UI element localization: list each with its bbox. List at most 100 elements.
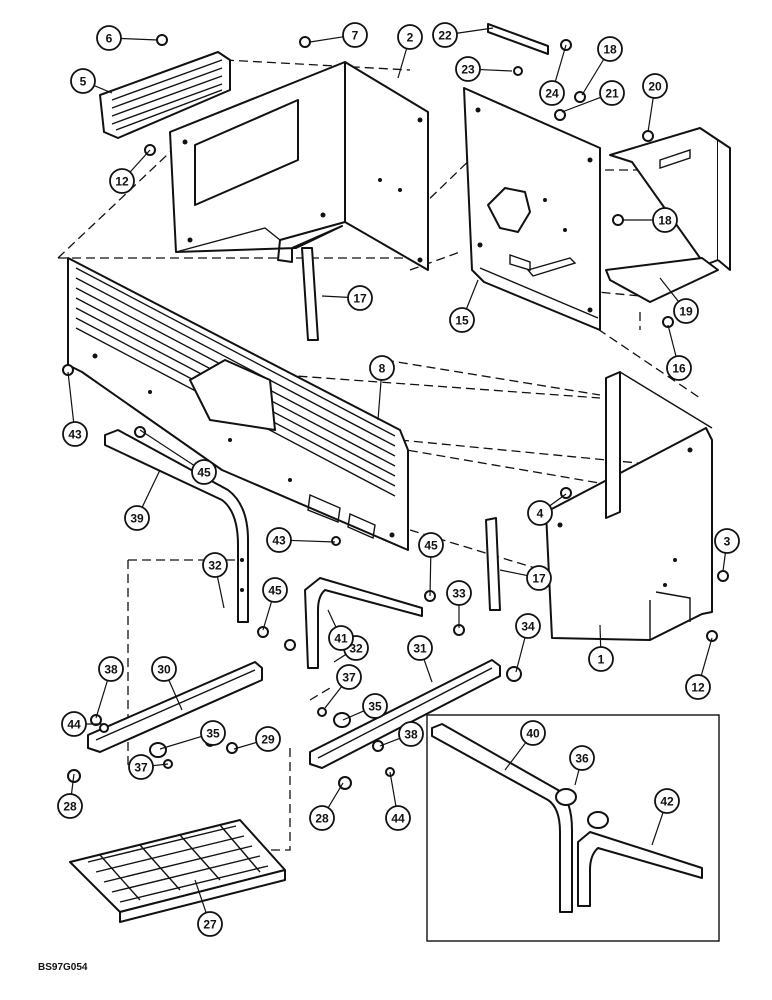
callout-number: 16 [672,362,686,376]
callout-leader-43 [67,371,75,423]
callout-leader-37 [152,763,169,767]
callout-circle [588,646,614,672]
callout-number: 29 [261,733,275,747]
callout-circle [347,285,373,311]
callout-number: 39 [130,512,144,526]
callout-number: 1 [598,653,605,667]
callout-number: 43 [272,534,286,548]
callout-30: 30 [151,656,177,682]
callout-leader-18 [581,58,605,96]
callout-leader-8 [377,379,382,421]
callout-number: 18 [658,214,672,228]
callout-leader-28 [70,773,75,795]
callout-circle [336,664,362,690]
callout-leader-35 [342,710,365,721]
callout-28: 28 [309,805,335,831]
callout-leader-20 [647,97,654,133]
callout-37: 37 [128,754,154,780]
callout-leader-23 [479,68,513,72]
callout-leader-40 [504,742,527,771]
callout-leader-2 [397,48,408,79]
callout-leader-21 [561,96,601,113]
callout-36: 36 [569,745,595,771]
callout-circle [398,721,424,747]
callout-number: 33 [452,587,466,601]
callout-leader-7 [309,36,344,43]
callout-number: 28 [63,800,77,814]
callout-19: 19 [673,298,699,324]
callout-number: 30 [157,663,171,677]
callout-15: 15 [449,307,475,333]
callout-circle [397,24,423,50]
callout-circle [520,720,546,746]
callout-number: 35 [206,727,220,741]
callout-leader-3 [722,552,727,572]
callout-number: 19 [679,305,693,319]
callout-circle [449,307,475,333]
callout-number: 32 [208,559,222,573]
callout-leader-30 [168,679,183,711]
callout-number: 17 [353,292,367,306]
callout-circle [642,73,668,99]
callout-circle [191,459,217,485]
callout-leader-17 [499,569,528,577]
callout-circle [666,355,692,381]
callout-22: 22 [432,22,458,48]
callout-number: 15 [455,314,469,328]
callout-number: 28 [315,812,329,826]
callout-27: 27 [197,911,223,937]
part-grille-insert [99,51,231,139]
callout-44: 44 [385,805,411,831]
callout-18: 18 [652,207,678,233]
callout-29: 29 [255,726,281,752]
callout-33: 33 [446,580,472,606]
callout-number: 20 [648,80,662,94]
callout-number: 3 [724,535,731,549]
callout-circle [407,635,433,661]
callout-45: 45 [191,459,217,485]
callout-circle [151,656,177,682]
callout-circle [597,36,623,62]
callout-number: 44 [67,718,81,732]
part-upper-rear-panel [169,61,429,271]
part-side-plate [463,87,601,331]
callout-circle [128,754,154,780]
callout-number: 17 [532,572,546,586]
callout-leader-44 [389,771,397,807]
callout-leader-45 [262,601,273,631]
callout-16: 16 [666,355,692,381]
callout-leader-24 [554,44,567,82]
callout-circle [446,580,472,606]
part-brace-frame [304,577,423,669]
callout-number: 12 [115,175,129,189]
callout-leader-43 [290,539,336,543]
callout-number: 34 [521,620,535,634]
callout-number: 24 [545,87,559,101]
callout-circle [569,745,595,771]
callout-1: 1 [588,646,614,672]
callout-circle [432,22,458,48]
callout-17: 17 [526,565,552,591]
callout-circle [539,80,565,106]
callout-number: 40 [526,727,540,741]
callout-circle [266,527,292,553]
callout-leader-28 [327,782,344,809]
callout-35: 35 [200,720,226,746]
callout-leader-12 [700,637,713,676]
callout-number: 35 [368,700,382,714]
callout-leader-35 [159,735,202,750]
callout-3: 3 [714,528,740,554]
callout-17: 17 [347,285,373,311]
callout-leader-45 [139,429,195,466]
callout-circle [328,625,354,651]
callout-circle [70,68,96,94]
callout-7: 7 [342,22,368,48]
callout-number: 43 [68,428,82,442]
part-top-bracket [487,23,549,55]
callout-45: 45 [418,532,444,558]
callout-circle [309,805,335,831]
callout-number: 41 [334,632,348,646]
callout-43: 43 [266,527,292,553]
callout-number: 6 [106,32,113,46]
